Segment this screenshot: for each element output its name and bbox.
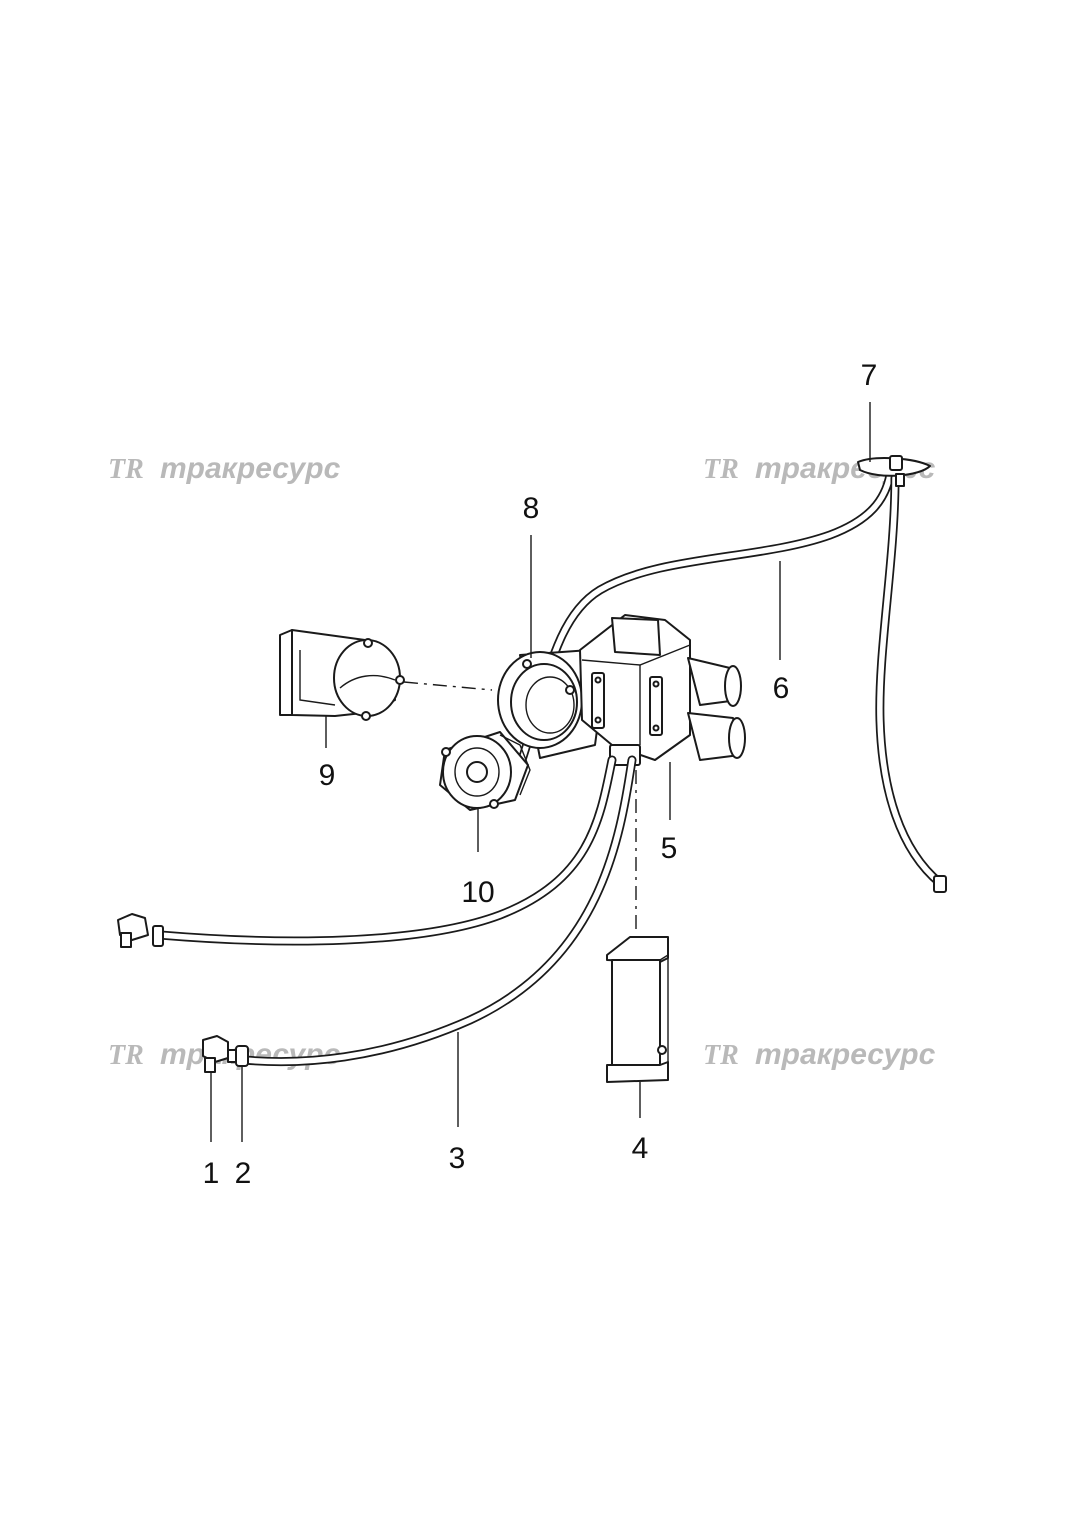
fitting-1 — [202, 1035, 229, 1073]
watermark: TR тракресурс — [108, 1038, 341, 1071]
hose-3 — [240, 755, 637, 1067]
watermark: TR тракресурс — [703, 1038, 936, 1071]
callout-4: 4 — [632, 1132, 649, 1165]
callout-3: 3 — [449, 1142, 466, 1175]
callout-9: 9 — [319, 759, 336, 792]
callout-5: 5 — [661, 832, 678, 865]
hose-end-fitting — [933, 875, 947, 893]
filter-block-4 — [606, 936, 669, 1083]
hose-clamp-2 — [227, 1045, 249, 1067]
watermark: TR тракресурс — [108, 452, 341, 485]
svg-text:TR: TR — [703, 454, 739, 485]
callout-7: 7 — [861, 359, 878, 392]
callout-10: 10 — [461, 876, 494, 909]
callout-6: 6 — [773, 672, 790, 705]
assembly-line — [403, 681, 493, 691]
svg-text:тракресурс: тракресурс — [755, 1038, 936, 1071]
callout-8: 8 — [523, 492, 540, 525]
svg-text:TR: TR — [108, 454, 144, 485]
blower-motor-10 — [439, 731, 531, 811]
callout-2: 2 — [235, 1157, 252, 1190]
callout-1: 1 — [203, 1157, 220, 1190]
svg-text:TR: TR — [703, 1040, 739, 1071]
heater-unit-5 — [579, 614, 746, 766]
svg-text:тракресурс: тракресурс — [160, 452, 341, 485]
hose-upper-left — [117, 755, 617, 948]
air-duct-9 — [279, 629, 405, 721]
svg-text:TR: TR — [108, 1040, 144, 1071]
svg-text:тракресурс: тракресурс — [160, 1038, 341, 1071]
valve-7 — [857, 455, 931, 487]
